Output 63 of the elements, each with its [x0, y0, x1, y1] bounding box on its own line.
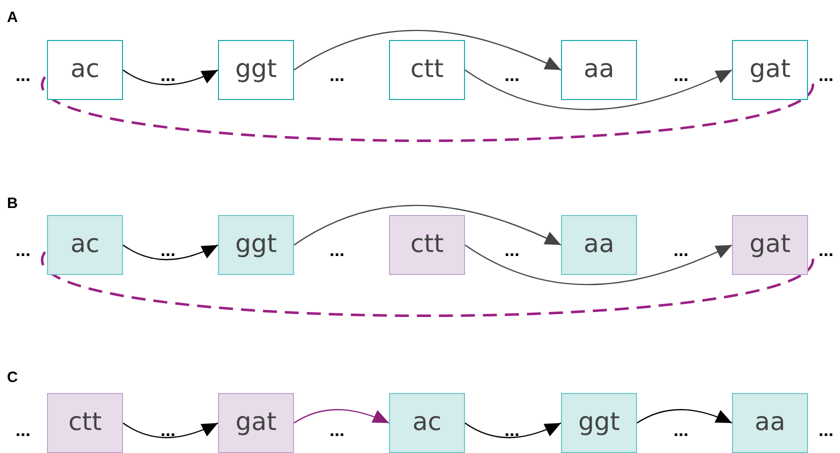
- sequence-text: aa: [584, 230, 614, 260]
- ellipsis: ...: [674, 421, 688, 439]
- ellipsis: ...: [818, 66, 834, 84]
- ellipsis: ...: [674, 241, 688, 259]
- arrow: [464, 422, 562, 438]
- sequence-box: [47, 215, 123, 275]
- sequence-text: ac: [70, 230, 100, 260]
- ellipsis: ...: [160, 241, 176, 259]
- sequence-box: [47, 40, 123, 100]
- sequence-box: [561, 40, 637, 100]
- arrow: [294, 30, 562, 71]
- sequence-text: ctt: [68, 408, 102, 438]
- ellipsis: ...: [16, 241, 30, 259]
- sequence-text: gat: [750, 56, 790, 84]
- sequence-box: [389, 40, 465, 100]
- sequence-box: [732, 215, 808, 275]
- ellipsis: ...: [330, 421, 344, 439]
- sequence-text: ggt: [235, 56, 277, 84]
- sequence-text: ctt: [410, 230, 444, 260]
- ellipsis: ...: [160, 66, 176, 84]
- arrow: [294, 204, 562, 246]
- arrow: [122, 69, 218, 86]
- ellipsis: ...: [160, 421, 176, 439]
- sequence-box: [389, 393, 465, 453]
- ellipsis: ...: [330, 241, 344, 259]
- sequence-text: gat: [236, 408, 276, 438]
- sequence-text: gat: [750, 230, 790, 260]
- sequence-box: [218, 215, 294, 275]
- arrow: [464, 244, 732, 286]
- sequence-text: aa: [584, 56, 614, 84]
- ellipsis: ...: [504, 241, 520, 259]
- arrow: [294, 409, 390, 424]
- ellipsis: ...: [330, 66, 344, 84]
- ellipsis: ...: [818, 241, 834, 259]
- sequence-text: ggt: [578, 408, 620, 438]
- sequence-text: ac: [70, 56, 100, 84]
- sequence-text: aa: [754, 408, 786, 438]
- panel-label: A: [7, 10, 18, 25]
- dashed-link: [44, 252, 812, 317]
- ellipsis: ...: [504, 66, 520, 84]
- sequence-box: [732, 393, 808, 453]
- ellipsis: ...: [16, 421, 30, 439]
- sequence-text: ctt: [410, 56, 444, 84]
- dashed-link: [44, 76, 812, 142]
- sequence-text: ggt: [235, 230, 277, 260]
- ellipsis: ...: [818, 421, 834, 439]
- sequence-box: [218, 393, 294, 453]
- ellipsis: ...: [504, 421, 520, 439]
- arrow: [122, 244, 218, 260]
- panel-label: C: [7, 370, 18, 385]
- sequence-box: [561, 393, 637, 453]
- sequence-box: [218, 40, 294, 100]
- arrow: [122, 422, 218, 438]
- sequence-box: [732, 40, 808, 100]
- sequence-box: [47, 393, 123, 453]
- arrow: [636, 409, 732, 424]
- sequence-text: ac: [412, 408, 442, 438]
- sequence-box: [389, 215, 465, 275]
- panel-label: B: [7, 196, 18, 211]
- ellipsis: ...: [674, 66, 688, 84]
- ellipsis: ...: [16, 66, 30, 84]
- arrow: [464, 69, 732, 110]
- sequence-box: [561, 215, 637, 275]
